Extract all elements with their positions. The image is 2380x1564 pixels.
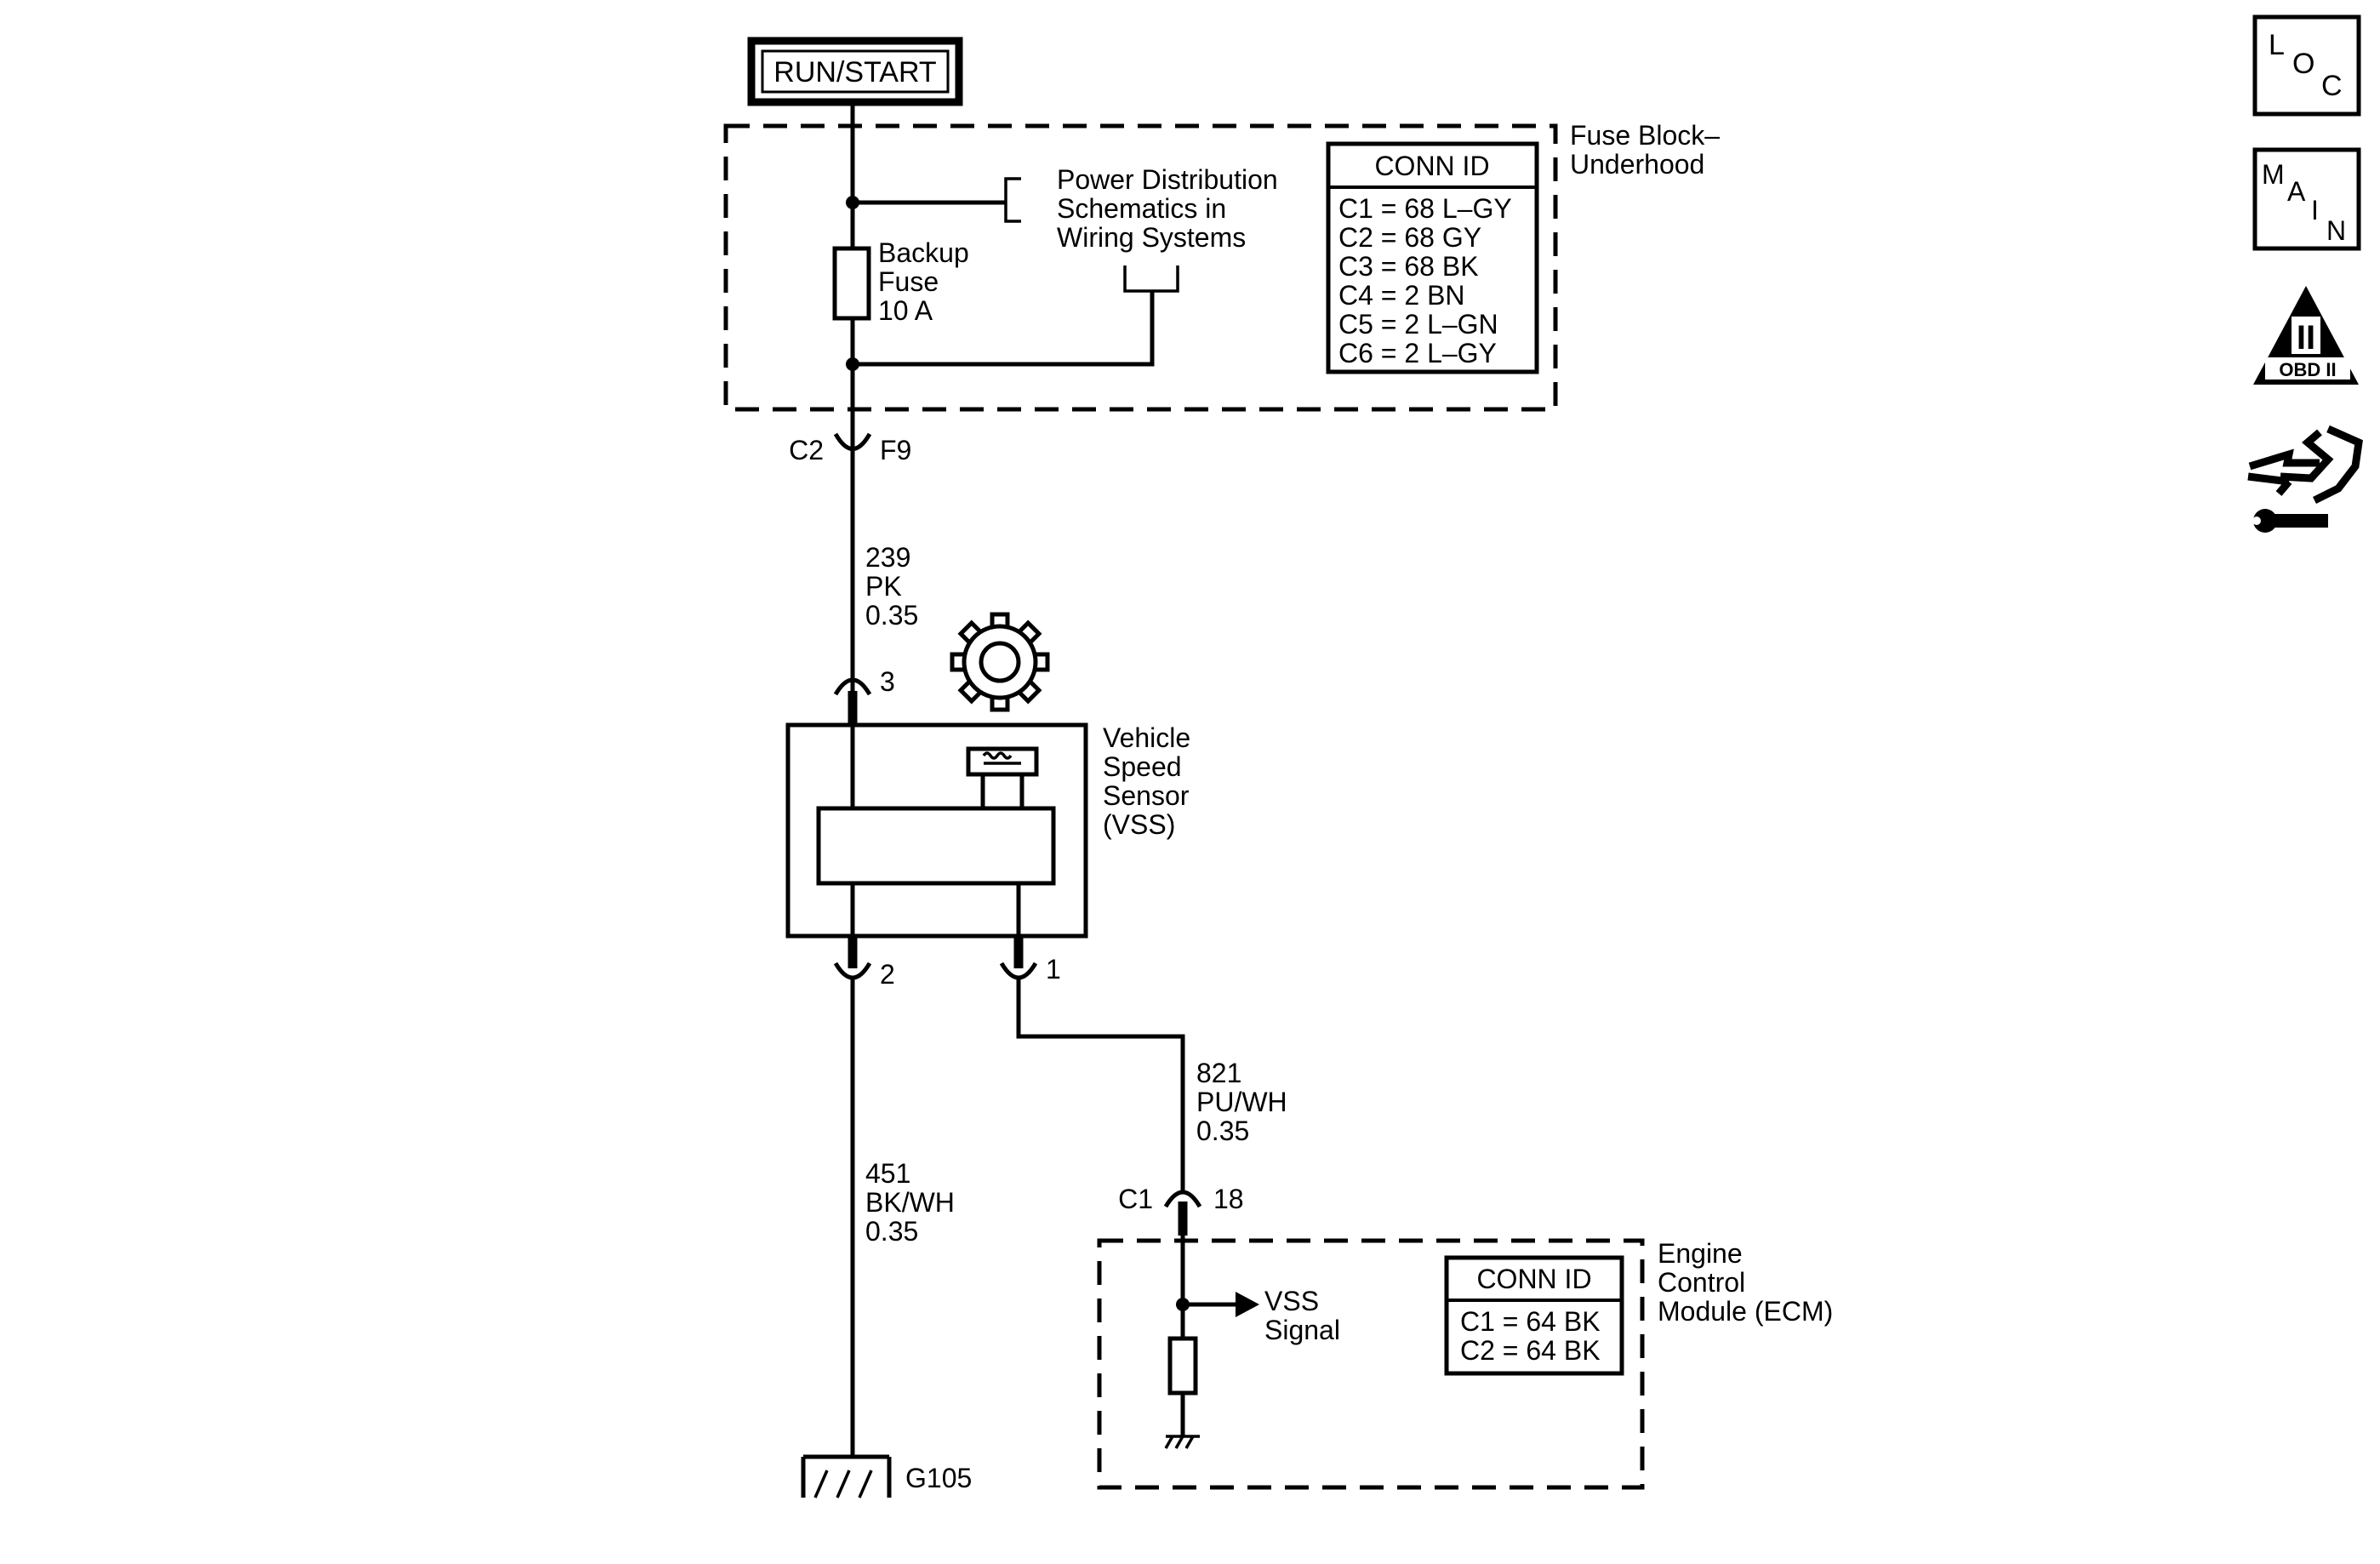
vss-label-2: Speed <box>1103 751 1182 782</box>
run-start-label: RUN/START <box>773 56 936 88</box>
fuse-block-conn-id-row: C4 = 2 BN <box>1338 280 1465 311</box>
fuse-block-conn-id-row: C2 = 68 GY <box>1338 222 1481 253</box>
fuse-block-conn-id-row: C3 = 68 BK <box>1338 251 1479 282</box>
ecm-conn-id-table: CONN ID C1 = 64 BK C2 = 64 BK <box>1444 1255 1624 1376</box>
obd-ii-roman: II <box>2297 319 2315 357</box>
fuse-block-title-1: Fuse Block– <box>1570 120 1720 151</box>
ecm-title-2: Control <box>1658 1267 1745 1298</box>
connector-vss-pin-2 <box>833 936 872 980</box>
power-distribution-ref-wire-bottom <box>853 291 1155 367</box>
main-icon-letter: A <box>2287 176 2306 207</box>
power-distribution-ref-3: Wiring Systems <box>1057 222 1246 253</box>
fuse-label-3: 10 A <box>878 295 933 326</box>
vss-label-4: (VSS) <box>1103 809 1175 840</box>
main-icon-letter: I <box>2311 195 2319 225</box>
gear-icon <box>950 612 1050 712</box>
connector-c2-label: C2 <box>789 435 824 465</box>
connector-repair-icon[interactable] <box>2247 425 2363 533</box>
vss-label-3: Sensor <box>1103 780 1190 811</box>
power-distribution-ref-bracket-top <box>1004 177 1021 223</box>
wire-451-color: BK/WH <box>865 1187 955 1218</box>
loc-icon-letter: L <box>2269 29 2285 61</box>
power-distribution-ref-2: Schematics in <box>1057 193 1226 224</box>
ecm-conn-id-row: C1 = 64 BK <box>1460 1306 1601 1337</box>
power-distribution-ref-bracket-bottom <box>1123 265 1179 293</box>
wire-821-gauge: 0.35 <box>1196 1116 1249 1146</box>
ground-label: G105 <box>905 1463 972 1493</box>
connector-f9-label: F9 <box>880 435 911 465</box>
vss-pin-2-label: 2 <box>880 959 895 990</box>
connector-ecm-c1-18 <box>1163 1190 1202 1236</box>
run-start-box: RUN/START <box>747 37 963 106</box>
fuse-label-1: Backup <box>878 237 969 268</box>
power-distribution-ref-1: Power Distribution <box>1057 164 1278 195</box>
vss-signal-arrowhead <box>1236 1292 1259 1317</box>
wire-239-circuit: 239 <box>865 542 910 573</box>
loc-icon[interactable]: L O C <box>2252 14 2361 117</box>
connector-18-label: 18 <box>1213 1184 1244 1214</box>
fuse-block-boundary <box>723 123 1558 412</box>
vss-sensor-stem <box>980 770 1024 811</box>
main-icon-letter: M <box>2262 159 2285 190</box>
vss-pin-1-label: 1 <box>1046 954 1061 985</box>
wire-239-gauge: 0.35 <box>865 600 918 631</box>
wire-821-circuit: 821 <box>1196 1058 1241 1088</box>
main-icon[interactable]: M A I N <box>2252 147 2361 251</box>
ecm-title-3: Module (ECM) <box>1658 1296 1833 1327</box>
vss-pin-3-label: 3 <box>880 666 895 697</box>
fuse-block-title-2: Underhood <box>1570 149 1704 180</box>
connector-vss-pin-1 <box>999 936 1038 980</box>
ecm-boundary <box>1097 1238 1645 1490</box>
ground-symbol <box>801 1454 892 1498</box>
wire-821 <box>1016 979 1185 1191</box>
obd-ii-icon[interactable]: II OBD II <box>2253 286 2359 385</box>
fuse-block-conn-id-row: C6 = 2 L–GY <box>1338 338 1497 368</box>
vss-magnet-waves <box>982 751 1021 765</box>
chassis-ground-icon <box>1164 1435 1200 1449</box>
backup-fuse <box>832 246 871 321</box>
connector-c2-f9 <box>833 430 872 458</box>
obd-ii-text: OBD II <box>2279 359 2336 380</box>
fuse-block-conn-id-table: CONN ID C1 = 68 L–GY C2 = 68 GY C3 = 68 … <box>1326 141 1539 374</box>
ecm-title-1: Engine <box>1658 1238 1743 1269</box>
fuse-block-conn-id-row: C1 = 68 L–GY <box>1338 193 1512 224</box>
loc-icon-letter: C <box>2321 70 2343 102</box>
vss-sensor-element <box>816 806 1056 886</box>
fuse-block-conn-id-row: C5 = 2 L–GN <box>1338 309 1498 340</box>
connector-vss-pin-3 <box>833 677 872 725</box>
wire-239-color: PK <box>865 571 902 602</box>
vss-label-1: Vehicle <box>1103 722 1190 753</box>
main-icon-letter: N <box>2326 215 2346 246</box>
wire-821-color: PU/WH <box>1196 1087 1287 1117</box>
vss-signal-label-1: VSS <box>1264 1286 1319 1316</box>
wire-451-gauge: 0.35 <box>865 1216 918 1247</box>
ecm-conn-id-row: C2 = 64 BK <box>1460 1335 1601 1366</box>
ecm-pulldown-resistor <box>1167 1336 1198 1396</box>
loc-icon-letter: O <box>2292 48 2314 80</box>
vss-signal-label-2: Signal <box>1264 1315 1340 1345</box>
ecm-conn-id-header: CONN ID <box>1476 1264 1591 1294</box>
connector-c1-label: C1 <box>1118 1184 1153 1214</box>
fuse-label-2: Fuse <box>878 266 939 297</box>
wire-451-circuit: 451 <box>865 1158 910 1189</box>
fuse-block-conn-id-header: CONN ID <box>1374 151 1489 181</box>
